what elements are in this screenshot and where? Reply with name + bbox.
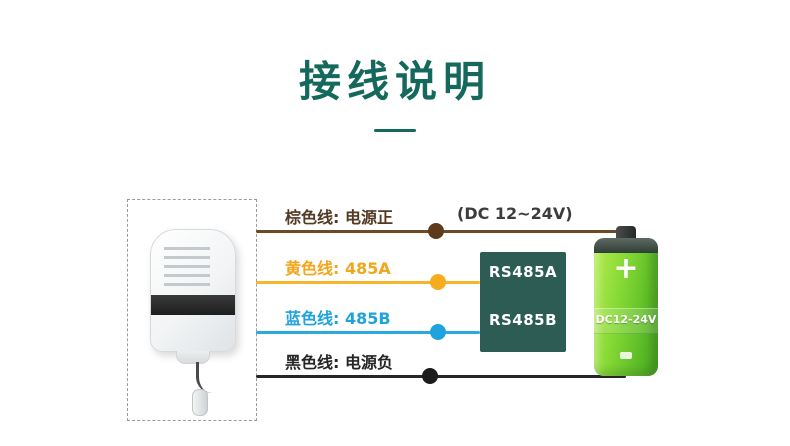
- wire-black: [256, 375, 626, 378]
- battery-plus-sign: +: [613, 251, 639, 286]
- sensor-cable: [196, 362, 215, 393]
- rs485a-label: RS485A: [488, 263, 558, 281]
- battery: + DC12-24V: [594, 238, 658, 376]
- wire-blue: [256, 331, 480, 334]
- rs485-box: RS485A RS485B: [480, 252, 566, 352]
- wire-brown-label: 棕色线: 电源正: [285, 208, 393, 227]
- battery-brand-mark: [620, 352, 632, 359]
- wire-black-terminal-dot: [422, 368, 438, 384]
- wire-yellow: [256, 281, 480, 284]
- battery-label-stripe: [594, 308, 658, 334]
- title-underline: [374, 129, 416, 132]
- sensor-vent-slots: [164, 247, 210, 291]
- wire-brown-voltage-note: (DC 12~24V): [457, 204, 573, 223]
- wire-black-label: 黑色线: 电源负: [285, 353, 393, 372]
- sensor-probe: [192, 389, 208, 416]
- rs485b-label: RS485B: [488, 311, 558, 329]
- sensor-neck: [176, 351, 210, 364]
- battery-cap: [594, 238, 658, 253]
- battery-voltage-label: DC12-24V: [595, 313, 657, 326]
- wire-yellow-label: 黄色线: 485A: [285, 259, 391, 278]
- page-title: 接线说明: [298, 57, 491, 106]
- sensor-black-band: [151, 295, 235, 315]
- wire-blue-terminal-dot: [430, 324, 446, 340]
- wire-yellow-terminal-dot: [430, 274, 446, 290]
- sensor-outline-box: [127, 199, 257, 421]
- wire-brown-terminal-dot: [428, 223, 444, 239]
- wire-blue-label: 蓝色线: 485B: [285, 309, 391, 328]
